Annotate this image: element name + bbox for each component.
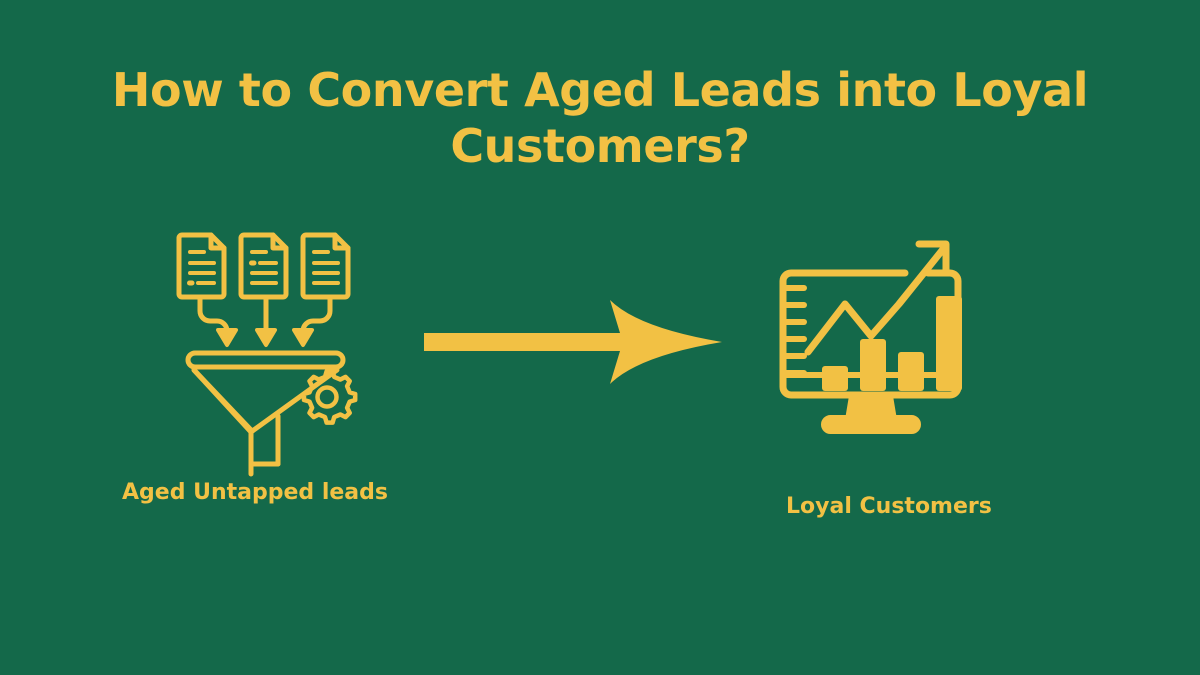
flow-arrow-2 [255,294,277,347]
page-title: How to Convert Aged Leads into Loyal Cus… [90,62,1110,174]
monitor-stand-base [821,415,921,434]
funnel-rim [185,350,346,370]
monitor-growth-chart-icon [778,226,988,446]
trend-line [804,244,948,356]
arrow-shape [424,300,722,384]
caption-loyal-customers: Loyal Customers [786,494,992,519]
chart-bar-1 [822,366,848,391]
document-icon-3 [300,232,351,300]
gear-icon [301,369,358,425]
monitor-frame [779,269,962,399]
page-title-line-1: How to Convert Aged Leads into Loyal [111,63,1089,117]
document-icon-1 [176,232,227,300]
power-indicator-dot [866,382,874,390]
chart-bar-3 [898,352,924,391]
flow-arrow-3 [292,294,333,347]
trend-arrowhead [915,240,950,275]
chart-bar-4 [936,296,962,391]
right-arrow-icon [424,296,724,388]
chart-bar-2 [860,339,886,391]
caption-aged-untapped-leads: Aged Untapped leads [122,480,388,505]
document-icon-2 [238,232,289,300]
flow-arrow-1 [197,294,238,347]
page-title-line-2: Customers? [450,119,750,173]
funnel-documents-gear-icon [168,222,368,477]
